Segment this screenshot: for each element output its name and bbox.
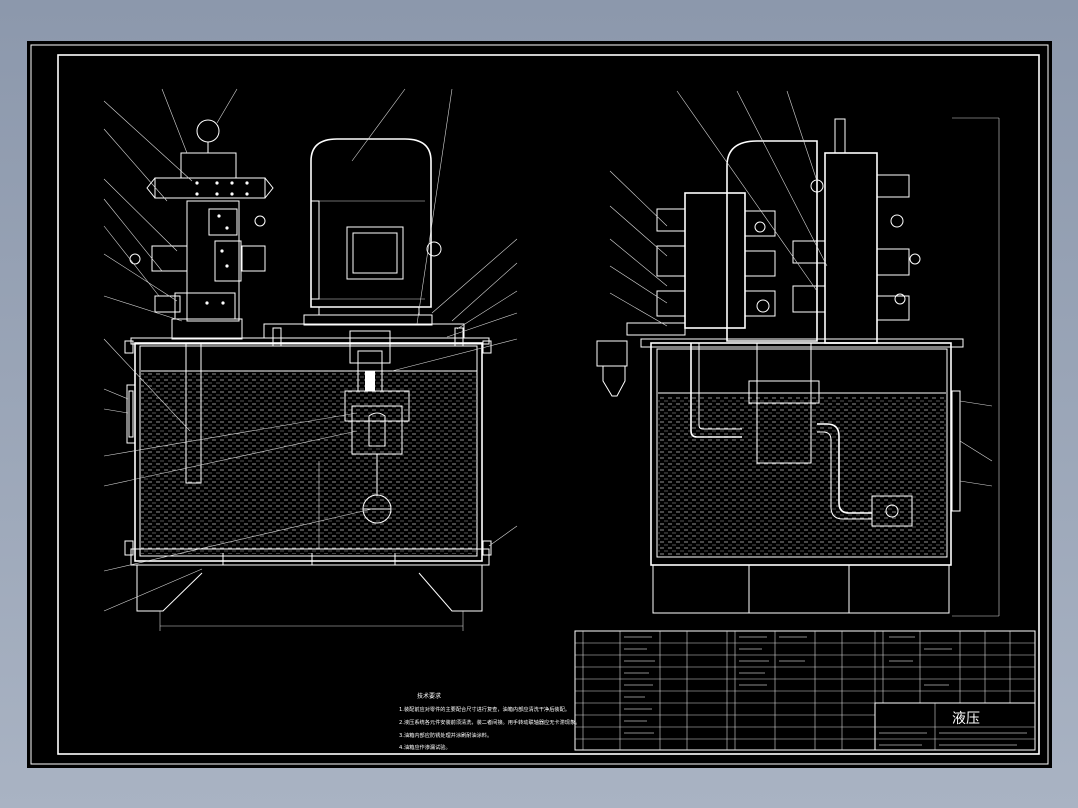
tech-requirement-2: 2.液压系统各元件安装前须清洗，装二者间接。用手转动联轴器应无卡滞现象。: [399, 718, 580, 726]
tech-requirements: 技术要求 1.装配前应对零件的主要配合尺寸进行复查，油箱内部应清洗干净后装配。 …: [399, 692, 580, 751]
tech-requirement-4: 4.油箱应作渗漏试验。: [399, 743, 451, 751]
side-view: [596, 90, 1000, 617]
front-view: [103, 88, 518, 631]
tech-requirements-heading: 技术要求: [417, 692, 441, 700]
cad-drawing: 技术要求 1.装配前应对零件的主要配合尺寸进行复查，油箱内部应清洗干净后装配。 …: [30, 44, 1049, 765]
drawing-sheet: 技术要求 1.装配前应对零件的主要配合尺寸进行复查，油箱内部应清洗干净后装配。 …: [27, 41, 1052, 768]
outer-frame: [30, 44, 1049, 765]
parts-list-table: 液压: [574, 630, 1036, 751]
inner-frame: [57, 54, 1040, 755]
tech-requirement-1: 1.装配前应对零件的主要配合尺寸进行复查，油箱内部应清洗干净后装配。: [399, 705, 570, 713]
title-block-name: 液压: [952, 711, 980, 727]
tech-requirement-3: 3.油箱内部应防锈处理并涂刷耐油涂料。: [399, 731, 492, 739]
